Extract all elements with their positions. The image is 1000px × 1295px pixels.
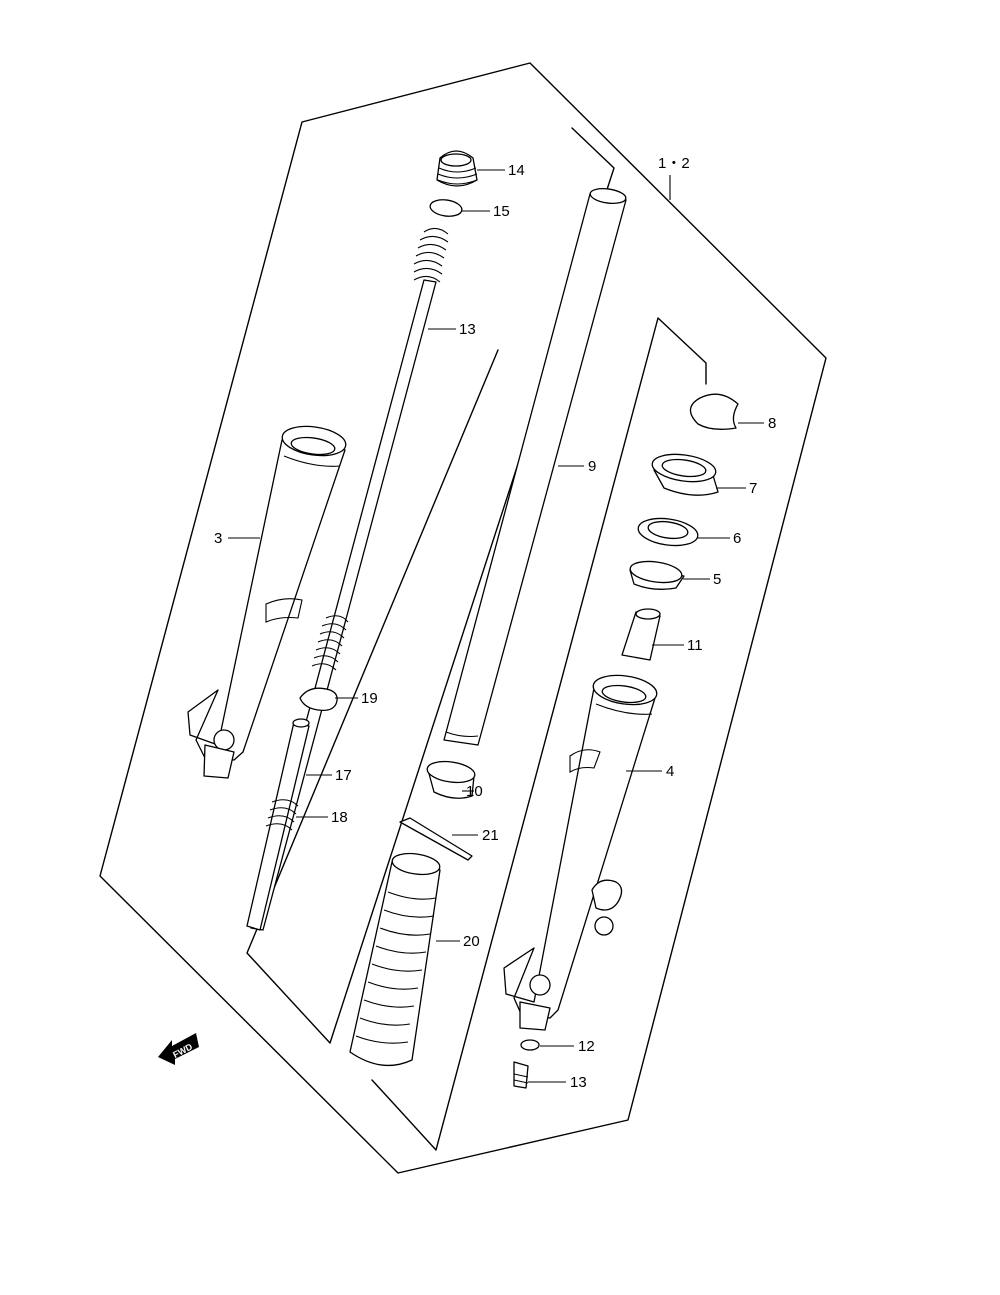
- rebound-spring: [311, 615, 349, 671]
- part-labels: 1・2 14 15 13 3 19 17 18 9 8 7 6 5 11 4 1…: [214, 155, 776, 1091]
- part-label-15: 14: [508, 162, 525, 179]
- gasket-part-12: [520, 1039, 540, 1051]
- part-label-18: 18: [331, 809, 348, 826]
- part-label-3: 3: [214, 530, 222, 547]
- part-label-12: 12: [578, 1038, 595, 1055]
- panel-right-boundary: [371, 317, 707, 1151]
- outer-tube-part-3: [187, 425, 347, 779]
- part-label-6: 6: [733, 530, 741, 547]
- fork-boot-part-20: [349, 852, 441, 1066]
- spring-part-18: [265, 799, 299, 831]
- assembly-label: 1・2: [658, 155, 690, 172]
- part-label-5: 5: [713, 571, 721, 588]
- assembly-boundary-outer: [99, 62, 827, 1174]
- outer-tube-part-4: [503, 674, 658, 1031]
- forward-arrow-icon: FWD: [158, 1033, 199, 1065]
- part-label-14: 13: [459, 321, 476, 338]
- part-label-8: 8: [768, 415, 776, 432]
- part-label-19: 19: [361, 690, 378, 707]
- oil-lock-piece-part-11: [621, 608, 661, 661]
- part-label-13: 13: [570, 1074, 587, 1091]
- cap-bolt-part-15: [436, 150, 478, 187]
- leader-lines: [228, 169, 764, 1083]
- retaining-ring-part-8: [689, 393, 739, 430]
- part-label-4: 4: [666, 763, 674, 780]
- part-label-20: 20: [463, 933, 480, 950]
- band-part-21: [399, 817, 473, 861]
- guide-metal-part-5: [629, 560, 685, 590]
- inner-tube-part-9: [443, 187, 627, 746]
- cylinder-part-17: [246, 718, 310, 931]
- part-label-7: 7: [749, 480, 757, 497]
- part-label-10: 10: [466, 783, 483, 800]
- oil-seal-part-7: [651, 453, 719, 496]
- o-ring-part-16: [429, 199, 463, 217]
- part-label-11: 11: [687, 637, 703, 654]
- washer-part-6: [637, 517, 699, 547]
- part-label-9: 9: [588, 458, 596, 475]
- part-label-21: 21: [482, 827, 499, 844]
- panel-left-boundary: [246, 127, 615, 1044]
- bolt-part-13: [513, 1061, 529, 1089]
- circlip-part-19: [299, 687, 338, 712]
- part-label-17: 17: [335, 767, 352, 784]
- part-label-16: 15: [493, 203, 510, 220]
